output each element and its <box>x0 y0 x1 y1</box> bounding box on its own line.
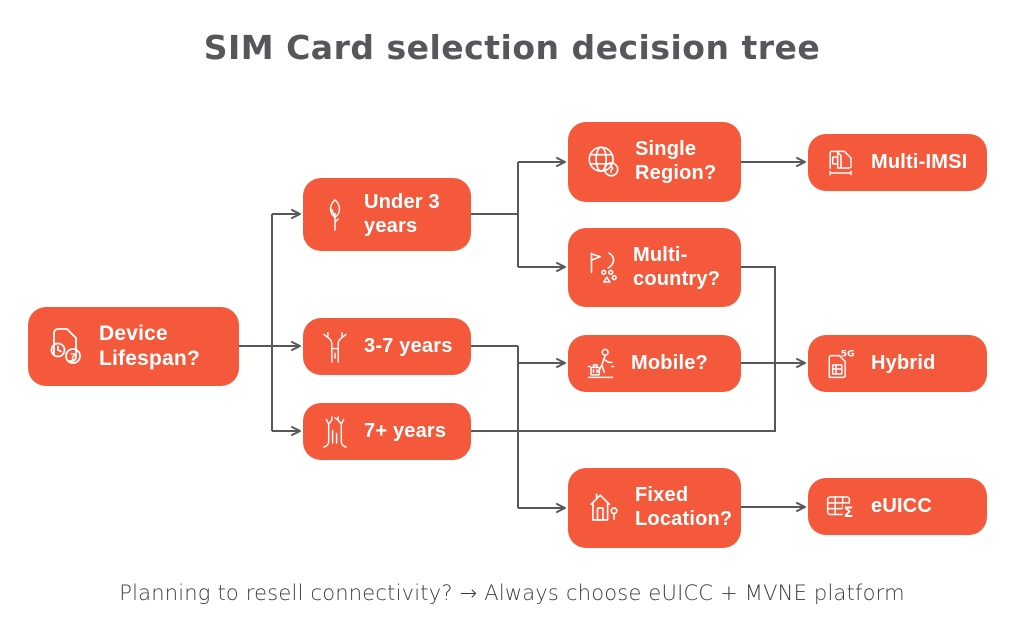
node-label: Device Lifespan? <box>99 321 200 370</box>
svg-text:?: ? <box>609 165 614 176</box>
page-title: SIM Card selection decision tree <box>203 28 821 67</box>
node-label: eUICC <box>871 494 933 517</box>
node-multi-country: Multi- country? <box>568 228 741 307</box>
young-tree-icon <box>316 328 354 366</box>
sim-clock-question-icon: ? <box>41 323 89 371</box>
sim-sigma-icon: Σ <box>821 487 861 527</box>
node-euicc: Σ eUICC <box>808 478 987 535</box>
node-label: 3-7 years <box>364 334 453 357</box>
node-hybrid: 5G Hybrid <box>808 335 987 392</box>
globe-question-icon: ? <box>581 140 625 184</box>
node-single-region: ? Single Region? <box>568 122 741 202</box>
old-tree-icon <box>316 413 354 451</box>
node-label: Multi- country? <box>633 243 721 290</box>
node-label: Fixed Location? <box>635 484 733 530</box>
node-multi-imsi: Multi-IMSI <box>808 134 987 191</box>
node-label: Multi-IMSI <box>871 150 968 173</box>
node-7-plus-years: 7+ years <box>303 403 471 460</box>
node-mobile: Mobile? <box>568 335 741 392</box>
dual-sim-icon <box>821 143 861 183</box>
node-3-7-years: 3-7 years <box>303 318 471 375</box>
node-label: Single Region? <box>635 138 717 184</box>
node-label: Mobile? <box>631 351 708 374</box>
svg-text:?: ? <box>70 352 76 363</box>
node-device-lifespan: ? Device Lifespan? <box>28 307 239 386</box>
node-label: Under 3 years <box>364 190 440 237</box>
flag-route-icon <box>581 247 623 289</box>
svg-text:Σ: Σ <box>844 505 854 521</box>
house-pin-icon <box>581 486 625 530</box>
svg-text:5G: 5G <box>841 348 855 359</box>
sapling-tree-icon <box>316 196 354 234</box>
footer-note: Planning to resell connectivity? → Alway… <box>119 581 905 605</box>
traveler-luggage-icon <box>581 344 621 384</box>
node-label: Hybrid <box>871 351 936 374</box>
sim-5g-icon: 5G <box>821 344 861 384</box>
node-under-3-years: Under 3 years <box>303 178 471 251</box>
node-label: 7+ years <box>364 419 447 442</box>
node-fixed-location: Fixed Location? <box>568 468 741 548</box>
